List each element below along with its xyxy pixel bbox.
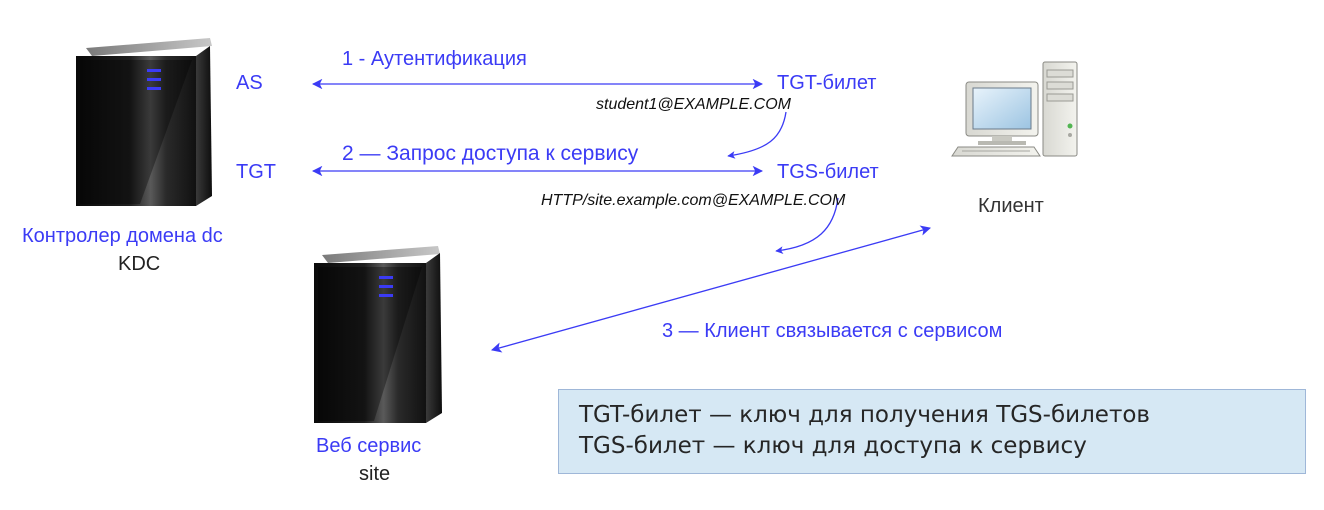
arrow-tgs-to-step3 [775, 197, 839, 255]
step2-label: 2 — Запрос доступа к сервису [342, 142, 639, 165]
tgs-principal: HTTP/site.example.com@EXAMPLE.COM [541, 192, 846, 209]
client-label: Клиент [978, 195, 1044, 217]
step3-label: 3 — Клиент связывается с сервисом [662, 320, 1003, 342]
server-tower-icon [76, 38, 212, 206]
kdc-role: KDC [118, 253, 161, 275]
tgt-principal: student1@EXAMPLE.COM [596, 96, 791, 113]
web-service-name: Веб сервис [316, 435, 422, 457]
kdc-tgt-label: TGT [236, 161, 276, 183]
note-line-1: TGT-билет — ключ для получения TGS-билет… [579, 402, 1150, 428]
web-service-host: site [359, 463, 391, 485]
kdc-as-label: AS [236, 72, 263, 94]
arrow-step3 [490, 225, 932, 353]
step1-label: 1 - Аутентификация [342, 48, 527, 70]
desktop-computer-icon [951, 61, 1078, 157]
note-line-2: TGS-билет — ключ для доступа к сервису [579, 433, 1087, 459]
legend-note-box: TGT-билет — ключ для получения TGS-билет… [558, 389, 1306, 474]
kdc-name: Контролер домена dc [22, 225, 223, 247]
tgs-ticket-label: TGS-билет [777, 161, 879, 183]
server-tower-icon [314, 246, 442, 423]
tgt-ticket-label: TGT-билет [777, 72, 877, 94]
arrow-tgt-to-step2 [727, 111, 787, 159]
